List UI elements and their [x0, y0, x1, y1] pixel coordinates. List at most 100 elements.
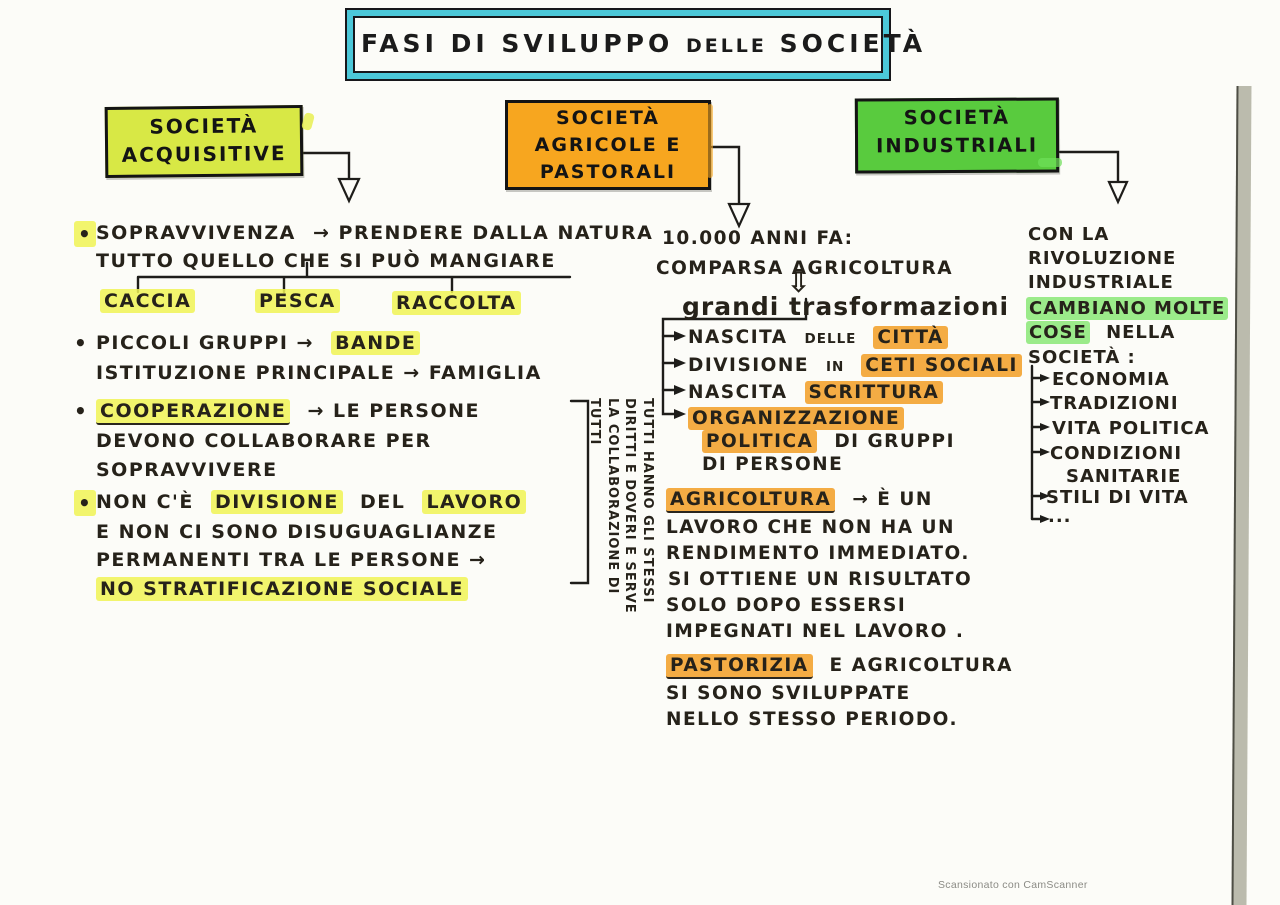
- text-del: DEL: [359, 491, 406, 513]
- text-piccoli-gruppi: PICCOLI GRUPPI →: [96, 332, 314, 354]
- side-note-line2: DIRITTI E DOVERI E SERVE: [622, 398, 638, 614]
- text-in: IN: [825, 359, 845, 375]
- right-intro-line1: CON LA: [1028, 224, 1110, 245]
- right-list-condizioni: CONDIZIONI: [1050, 443, 1183, 464]
- text-grandi-trasformazioni: grandi trasformazioni: [682, 292, 1010, 321]
- mid-intro-line2: COMPARSA AGRICOLTURA: [656, 258, 954, 279]
- point-cooperazione-line2: DEVONO COLLABORARE PER: [96, 430, 432, 452]
- text-politica: POLITICA: [702, 430, 818, 453]
- side-note-line4: TUTTI: [587, 398, 603, 446]
- list-item-politica: POLITICA DI GRUPPI: [702, 430, 955, 453]
- yellow-marker-smudge: [300, 111, 316, 132]
- text-nascita1: NASCITA: [688, 327, 788, 348]
- point-cooperazione-line3: SOPRAVVIVERE: [96, 459, 278, 481]
- box3-line1: SOCIETÀ: [903, 105, 1011, 130]
- branch-caccia: CACCIA: [100, 289, 196, 313]
- camscanner-watermark: Scansionato con CamScanner: [938, 879, 1088, 891]
- text-no-stratificazione: NO STRATIFICAZIONE SOCIALE: [96, 577, 469, 601]
- text-agricoltura-title: AGRICOLTURA: [666, 488, 836, 513]
- text-sopravvivenza: SOPRAVVIVENZA: [96, 222, 296, 244]
- text-nascita2: NASCITA: [688, 382, 788, 403]
- side-note-line1: TUTTI HANNO GLI STESSI: [640, 398, 655, 604]
- text-ceti-sociali: CETI SOCIALI: [861, 354, 1022, 377]
- text-scrittura: SCRITTURA: [804, 381, 944, 404]
- box1-line2: ACQUISITIVE: [121, 141, 287, 167]
- right-intro-line2: RIVOLUZIONE: [1028, 248, 1177, 269]
- right-intro-line6: SOCIETÀ :: [1028, 347, 1136, 368]
- right-list-vita-politica: VITA POLITICA: [1052, 418, 1210, 439]
- scan-paper-edge: [1231, 85, 1252, 905]
- text-divisione: DIVISIONE: [210, 490, 343, 514]
- text-cooperazione: COOPERAZIONE: [96, 399, 291, 425]
- text-e-un: → È UN: [852, 489, 933, 510]
- text-lavoro: LAVORO: [422, 490, 527, 514]
- text-di-gruppi: DI GRUPPI: [834, 431, 955, 452]
- right-intro-line3: INDUSTRIALE: [1028, 272, 1174, 293]
- point-piccoli-gruppi-line1: PICCOLI GRUPPI → BANDE: [96, 331, 421, 355]
- text-organizzazione: ORGANIZZAZIONE: [688, 407, 905, 430]
- text-non-ce: NON C'È: [96, 491, 194, 513]
- title-text-1: FASI DI SVILUPPO: [361, 29, 674, 58]
- text-pastorizia-title: PASTORIZIA: [666, 654, 813, 679]
- para-agricoltura-line4: SI OTTIENE UN RISULTATO: [668, 569, 973, 590]
- para-agricoltura-line1: AGRICOLTURA → È UN: [666, 488, 933, 513]
- text-e-agricoltura: E AGRICOLTURA: [829, 655, 1013, 676]
- list-item-nascita-citta: NASCITA DELLE CITTÀ: [688, 326, 948, 349]
- para-agricoltura-line5: SOLO DOPO ESSERSI: [666, 595, 907, 616]
- right-list-tradizioni: TRADIZIONI: [1050, 393, 1179, 414]
- title-text-2: DELLE: [685, 35, 767, 57]
- text-divisione2: DIVISIONE: [688, 355, 809, 376]
- point-istituzione-famiglia: ISTITUZIONE PRINCIPALE → FAMIGLIA: [96, 362, 542, 384]
- bullet-cooperazione: •: [74, 399, 89, 423]
- box2-line3: PASTORALI: [539, 161, 677, 183]
- title-text-3: SOCIETÀ: [779, 29, 927, 58]
- list-item-ceti-sociali: DIVISIONE IN CETI SOCIALI: [688, 354, 1022, 377]
- box-societa-agricole-pastorali: SOCIETÀ AGRICOLE E PASTORALI: [505, 100, 711, 190]
- text-le-persone: → LE PERSONE: [307, 400, 480, 422]
- right-intro-line5: COSE NELLA: [1026, 321, 1176, 344]
- point-cooperazione-line1: COOPERAZIONE → LE PERSONE: [96, 399, 480, 425]
- text-cambiano-molte: CAMBIANO MOLTE: [1026, 297, 1229, 320]
- bullet-sopravvivenza: •: [74, 221, 97, 247]
- box-societa-industriali: SOCIETÀ INDUSTRIALI: [854, 97, 1060, 174]
- text-nella: NELLA: [1106, 322, 1176, 343]
- para-pastorizia-line1: PASTORIZIA E AGRICOLTURA: [666, 654, 1013, 679]
- green-marker-smudge: [1038, 158, 1062, 167]
- text-cose: COSE: [1026, 321, 1090, 344]
- mid-intro-line1: 10.000 ANNI FA:: [662, 228, 854, 249]
- text-prendere-natura: → PRENDERE DALLA NATURA: [312, 222, 654, 244]
- text-bande: BANDE: [331, 331, 421, 355]
- bullet-piccoli-gruppi: •: [74, 331, 89, 355]
- box3-line2: INDUSTRIALI: [875, 133, 1039, 158]
- side-note-line3: LA COLLABORAZIONE DI: [605, 398, 620, 595]
- point-sopravvivenza-line1: SOPRAVVIVENZA → PRENDERE DALLA NATURA: [96, 222, 653, 244]
- big-down-arrow-icon: ⇩: [787, 266, 812, 299]
- branch-pesca: PESCA: [255, 289, 340, 313]
- box2-line1: SOCIETÀ: [555, 107, 661, 129]
- para-agricoltura-line2: LAVORO CHE NON HA UN: [666, 517, 955, 538]
- title-box: FASI DI SVILUPPO DELLE SOCIETÀ: [345, 8, 922, 81]
- point-no-divisione-line1: NON C'È DIVISIONE DEL LAVORO: [96, 490, 527, 514]
- point-sopravvivenza-line2: TUTTO QUELLO CHE SI PUÒ MANGIARE: [96, 250, 556, 272]
- list-item-scrittura: NASCITA SCRITTURA: [688, 381, 944, 404]
- right-list-etc: ...: [1048, 506, 1072, 527]
- right-list-economia: ECONOMIA: [1052, 369, 1170, 390]
- para-pastorizia-line2: SI SONO SVILUPPATE: [666, 683, 911, 704]
- right-list-stili-di-vita: STILI DI VITA: [1046, 487, 1189, 508]
- page-title: FASI DI SVILUPPO DELLE SOCIETÀ: [353, 16, 922, 73]
- orange-marker-smudge: [707, 104, 713, 178]
- text-delle: DELLE: [804, 331, 857, 347]
- para-agricoltura-line6: IMPEGNATI NEL LAVORO .: [666, 621, 965, 642]
- right-list-sanitarie: SANITARIE: [1066, 466, 1182, 487]
- box2-line2: AGRICOLE E: [534, 134, 682, 156]
- box1-line1: SOCIETÀ: [149, 113, 259, 139]
- point-no-divisione-line2: E NON CI SONO DISUGUAGLIANZE: [96, 521, 498, 543]
- para-agricoltura-line3: RENDIMENTO IMMEDIATO.: [666, 543, 970, 564]
- box-societa-acquisitive: SOCIETÀ ACQUISITIVE: [104, 104, 304, 179]
- text-di-persone: DI PERSONE: [702, 454, 844, 475]
- branch-raccolta: RACCOLTA: [392, 291, 521, 315]
- bullet-no-divisione: •: [74, 490, 97, 516]
- para-pastorizia-line3: NELLO STESSO PERIODO.: [666, 709, 959, 730]
- point-no-divisione-line3: PERMANENTI TRA LE PERSONE →: [96, 549, 487, 571]
